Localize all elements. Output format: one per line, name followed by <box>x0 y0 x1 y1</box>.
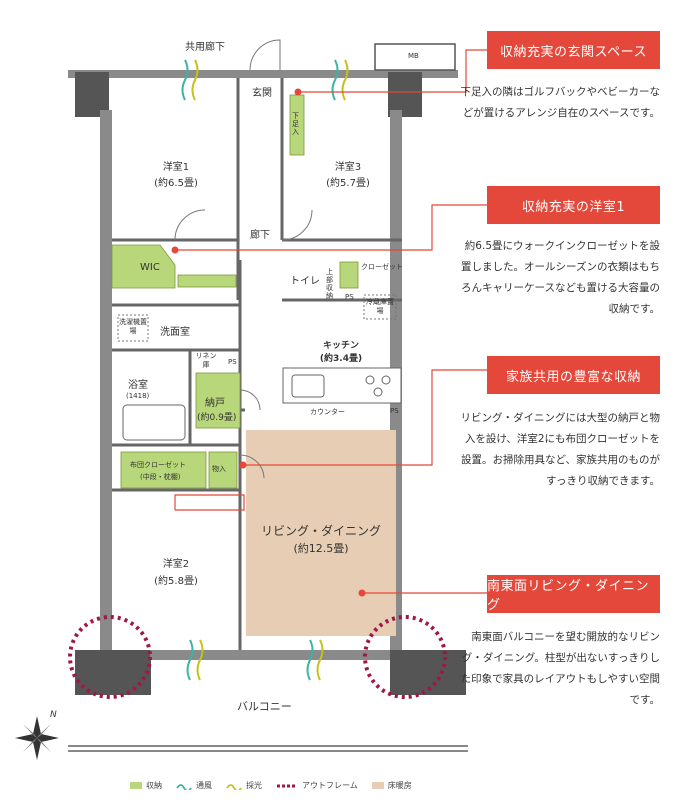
nando-size: (約0.9畳) <box>197 413 237 423</box>
fridge-space <box>363 294 397 320</box>
room3-size: (約5.7畳) <box>326 178 370 189</box>
legend-light-label: 採光 <box>246 781 262 790</box>
legend-floor-heating-label: 床暖房 <box>387 781 412 790</box>
room1-label: 洋室1 <box>162 162 190 173</box>
futon-sub: (中段・枕棚) <box>140 473 181 481</box>
storage-areas <box>111 94 362 489</box>
mb-label: MB <box>408 52 419 60</box>
washer-label: 洗濯機置場 <box>119 318 147 335</box>
kitchen-label: キッチン <box>322 341 359 351</box>
kitchen-counter <box>282 367 402 404</box>
counter-label: カウンター <box>310 408 345 416</box>
room1-size: (約6.5畳) <box>154 178 198 189</box>
doors <box>174 39 313 479</box>
legend-floor-heating: 床暖房 <box>371 780 412 791</box>
callout-living-title: 南東面リビング・ダイニング <box>487 575 660 613</box>
callout-room1-title: 収納充実の洋室1 <box>487 186 660 224</box>
linen-label: リネン庫 <box>195 352 217 369</box>
bath-size: (1418) <box>126 392 150 400</box>
nando-label: 納戸 <box>205 398 225 409</box>
room2-label: 洋室2 <box>162 559 190 570</box>
toilet-label: トイレ <box>290 276 320 287</box>
legend-outframe-label: アウトフレーム <box>302 781 358 790</box>
light-wave-icon <box>226 783 242 790</box>
callout-dots <box>171 88 366 597</box>
legend-ventilation: 通風 <box>176 780 212 791</box>
washroom-label: 洗面室 <box>160 327 190 338</box>
legend-light: 採光 <box>226 780 262 791</box>
callout-entrance-text: 下足入の隣はゴルフバックやベビーカーなどが置けるアレンジ自在のスペースです。 <box>460 86 661 119</box>
ps-label-toilet: PS <box>345 293 354 301</box>
compass-rose <box>15 716 59 760</box>
closet-label: クローゼット <box>361 263 403 271</box>
callout-living-text: 南東面バルコニーを望む開放的なリビング・ダイニング。柱型が出ないすっきりした印象… <box>460 631 660 706</box>
corridor-label: 共用廊下 <box>185 42 225 53</box>
ventilation-wave-icon <box>176 783 192 790</box>
bath-label: 浴室 <box>128 380 148 391</box>
callout-storage-text: リビング・ダイニングには大型の納戸と物入を設け、洋室2にも布団クローゼットを設置… <box>460 412 661 487</box>
legend: 収納 通風 採光 アウトフレーム 床暖房 <box>130 780 412 791</box>
hallway-label: 廊下 <box>250 230 270 241</box>
fridge-label: 冷蔵庫置場 <box>366 298 394 315</box>
mb-box <box>374 43 456 71</box>
living-size: (約12.5畳) <box>293 542 349 555</box>
ps-label-linen: PS <box>228 358 237 366</box>
floor-heating-swatch-icon <box>371 782 384 789</box>
callout-room1-text: 約6.5畳にウォークインクローゼットを設置しました。オールシーズンの衣類はもちろ… <box>461 240 660 315</box>
callout-entrance-title: 収納充実の玄関スペース <box>487 31 660 69</box>
callout-storage-title: 家族共用の豊富な収納 <box>487 356 660 394</box>
bathtub <box>122 404 186 441</box>
monoire-label: 物入 <box>212 465 226 473</box>
living-label: リビング・ダイニング <box>260 524 381 538</box>
outframe-markers <box>68 615 447 699</box>
balcony-label: バルコニー <box>237 700 292 713</box>
legend-ventilation-label: 通風 <box>196 781 212 790</box>
storage-swatch-icon <box>130 782 142 789</box>
legend-storage-label: 収納 <box>146 781 162 790</box>
wic-label: WIC <box>140 262 160 273</box>
entrance-label: 玄関 <box>252 88 272 99</box>
structure-walls <box>68 70 468 752</box>
outframe-dots-icon <box>277 784 297 787</box>
upper-storage-label: 上部収納 <box>326 268 333 300</box>
futon-label: 布団クローゼット <box>130 461 186 469</box>
north-label: N <box>50 710 57 720</box>
kitchen-size: (約3.4畳) <box>319 354 363 364</box>
ps-label-kitchen: PS <box>390 407 399 415</box>
legend-storage: 収納 <box>130 780 162 791</box>
legend-outframe: アウトフレーム <box>276 780 358 791</box>
room2-size: (約5.8畳) <box>154 576 198 587</box>
ventilation-indicators <box>181 59 349 681</box>
callout-connectors <box>174 49 487 594</box>
shoe-storage-label: 下足入 <box>292 112 299 136</box>
floor-heating-area <box>246 430 396 636</box>
room3-label: 洋室3 <box>334 162 362 173</box>
